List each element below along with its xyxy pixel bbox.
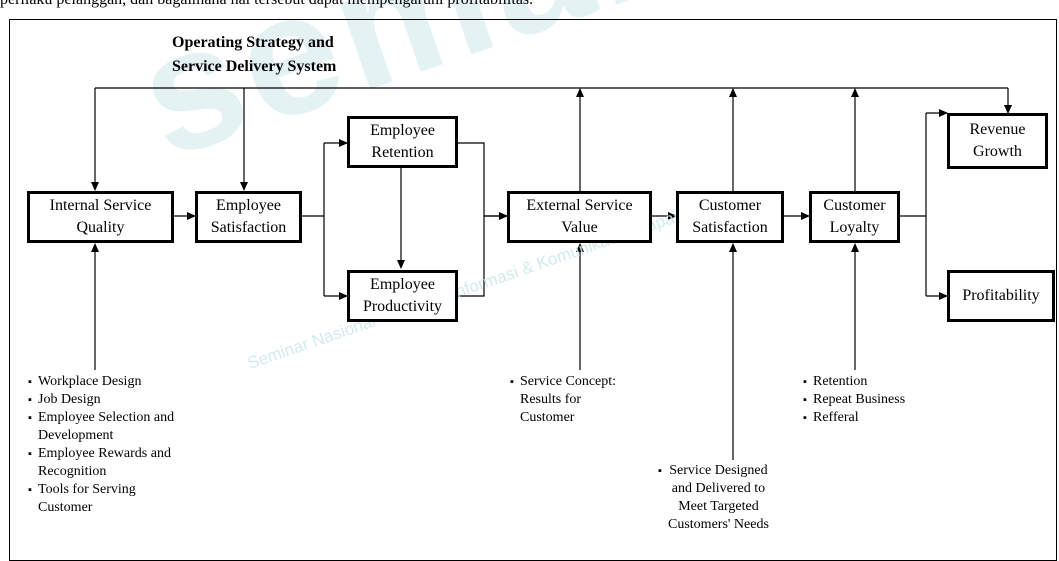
box-revenue-growth: Revenue Growth	[947, 113, 1048, 169]
diagram-heading: Operating Strategy and Service Delivery …	[172, 34, 337, 75]
page-text-fragment: perilaku pelanggan, dan bagaimana hal te…	[0, 0, 533, 9]
list-item: Refferal	[803, 409, 905, 427]
split-loyalty	[900, 113, 927, 296]
list-item: Tools for Serving Customer	[28, 481, 174, 517]
box-customer-loyalty: Customer Loyalty	[809, 191, 900, 243]
list-item: Workplace Design	[28, 373, 174, 391]
box-employee-retention: Employee Retention	[347, 116, 458, 168]
list-loyalty-factors: Retention Repeat Business Refferal	[803, 373, 905, 427]
box-internal-service-quality: Internal Service Quality	[27, 191, 174, 243]
list-item: Service Designed and Delivered to Meet T…	[658, 462, 769, 534]
merge-to-external	[458, 142, 507, 297]
box-employee-productivity: Employee Productivity	[347, 270, 458, 322]
list-item: Repeat Business	[803, 391, 905, 409]
list-service-concept: Service Concept: Results for Customer	[510, 373, 616, 427]
box-profitability: Profitability	[947, 270, 1055, 322]
list-internal-factors: Workplace Design Job Design Employee Sel…	[28, 373, 174, 517]
list-item: Employee Rewards and Recognition	[28, 445, 174, 481]
list-item: Job Design	[28, 391, 174, 409]
box-external-service-value: External Service Value	[507, 191, 652, 243]
list-item: Employee Selection and Development	[28, 409, 174, 445]
box-customer-satisfaction: Customer Satisfaction	[676, 191, 784, 243]
list-item: Service Concept: Results for Customer	[510, 373, 616, 427]
list-service-design: Service Designed and Delivered to Meet T…	[658, 462, 769, 534]
box-employee-satisfaction: Employee Satisfaction	[195, 191, 302, 243]
list-item: Retention	[803, 373, 905, 391]
split-satisfaction	[302, 143, 325, 296]
